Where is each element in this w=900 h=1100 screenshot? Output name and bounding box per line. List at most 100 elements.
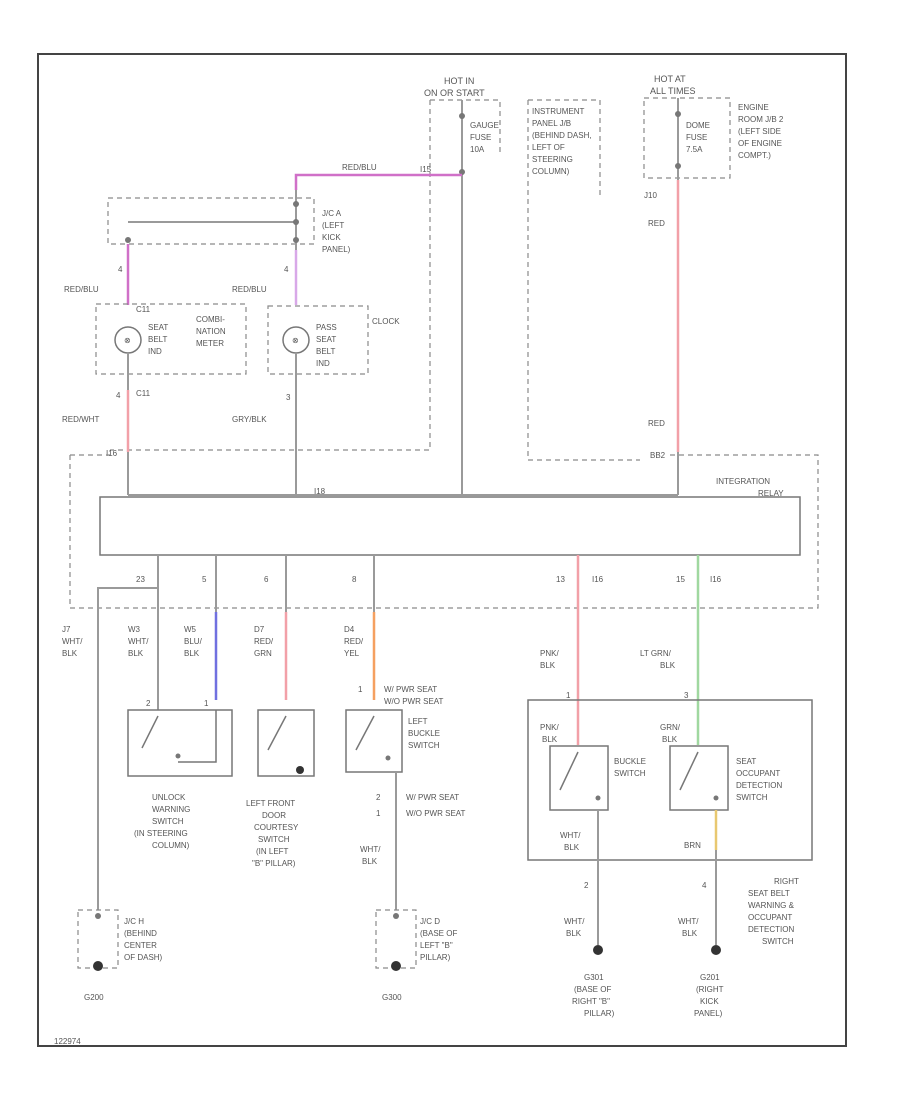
pin-2b: 2: [376, 793, 381, 802]
svg-text:OF DASH): OF DASH): [124, 953, 163, 962]
combination-meter-label: COMBI- NATION METER: [196, 315, 226, 348]
pin-6: 6: [264, 575, 269, 584]
svg-text:INSTRUMENT: INSTRUMENT: [532, 107, 585, 116]
svg-text:COMPT.): COMPT.): [738, 151, 771, 160]
unlock-warning-switch-contact: [175, 753, 181, 759]
left-buckle-switch-arm: [355, 715, 375, 751]
left-front-door-switch-label: LEFT FRONT DOOR COURTESY SWITCH (IN LEFT…: [246, 799, 299, 868]
g201-label: G201 (RIGHT KICK PANEL): [694, 973, 724, 1018]
pin-13: 13: [556, 575, 565, 584]
svg-text:DETECTION: DETECTION: [736, 781, 782, 790]
svg-text:J7: J7: [62, 625, 71, 634]
svg-text:RIGHT "B": RIGHT "B": [572, 997, 610, 1006]
svg-text:J/C A: J/C A: [322, 209, 342, 218]
svg-text:GRN/: GRN/: [660, 723, 681, 732]
svg-text:PANEL): PANEL): [694, 1009, 723, 1018]
svg-text:WHT/: WHT/: [360, 845, 381, 854]
svg-text:GRN: GRN: [254, 649, 272, 658]
pin-1c: 1: [376, 809, 381, 818]
instrument-panel-jb-label: INSTRUMENT PANEL J/B (BEHIND DASH, LEFT …: [532, 107, 592, 176]
red-blu-top-label: RED/BLU: [342, 163, 377, 172]
buckle-switch-contact: [595, 795, 601, 801]
door-courtesy-switch-ground: [296, 766, 304, 774]
svg-text:PANEL J/B: PANEL J/B: [532, 119, 571, 128]
occupant-switch-contact: [713, 795, 719, 801]
svg-text:(BEHIND: (BEHIND: [124, 929, 157, 938]
svg-text:IND: IND: [316, 359, 330, 368]
svg-text:(IN STEERING: (IN STEERING: [134, 829, 188, 838]
svg-text:DOOR: DOOR: [262, 811, 286, 820]
wht-blk-w3-label: W3 WHT/ BLK: [128, 625, 149, 658]
pin-c11: C11: [136, 305, 151, 314]
svg-text:J/C D: J/C D: [420, 917, 440, 926]
brn-label: BRN: [684, 841, 701, 850]
pnk-blk-label: PNK/ BLK: [540, 649, 559, 670]
svg-text:(BEHIND DASH,: (BEHIND DASH,: [532, 131, 592, 140]
pin-3: 3: [286, 393, 291, 402]
buckle-switch-box: [549, 745, 609, 811]
pin-2c: 2: [584, 881, 589, 890]
pin-23: 23: [136, 575, 145, 584]
svg-text:W/O PWR SEAT: W/O PWR SEAT: [406, 809, 466, 818]
svg-text:BLK: BLK: [128, 649, 144, 658]
pin-bb2: BB2: [650, 451, 666, 460]
hot-at-label-1: HOT AT: [654, 74, 686, 84]
pwr-seat-bottom-label: W/ PWR SEAT W/O PWR SEAT: [406, 793, 466, 818]
gauge-fuse-name: GAUGE: [470, 121, 499, 130]
svg-text:BLK: BLK: [184, 649, 200, 658]
pin-c11-bottom: C11: [136, 389, 151, 398]
right-seat-belt-unit-box: [527, 699, 813, 861]
hot-run-label-2: ON OR START: [424, 88, 485, 98]
pin-i15: I15: [420, 165, 432, 174]
dome-fuse-top-terminal: [675, 111, 681, 117]
svg-text:BUCKLE: BUCKLE: [408, 729, 440, 738]
gauge-fuse-type: FUSE: [470, 133, 491, 142]
left-buckle-switch-box: [345, 709, 403, 773]
door-courtesy-switch-arm: [267, 715, 287, 751]
wht-blk-j7-label: J7 WHT/ BLK: [62, 625, 83, 658]
unlock-warning-switch-return: [178, 710, 217, 763]
svg-text:WHT/: WHT/: [560, 831, 581, 840]
diagram-frame: [37, 53, 847, 1047]
pin-8: 8: [352, 575, 357, 584]
pin-3-right: 3: [684, 691, 689, 700]
instrument-panel-jb-right-outline: [527, 99, 640, 461]
svg-text:(RIGHT: (RIGHT: [696, 985, 724, 994]
svg-text:BLK: BLK: [362, 857, 378, 866]
jc-d-terminal: [393, 913, 399, 919]
integration-relay-label: INTEGRATION RELAY: [716, 477, 784, 498]
svg-text:PILLAR): PILLAR): [420, 953, 451, 962]
svg-text:BLK: BLK: [542, 735, 558, 744]
pin-1a: 1: [204, 699, 209, 708]
pass-seat-belt-ind-label: PASS SEAT BELT IND: [316, 323, 337, 368]
pin-p4b: 4: [116, 391, 121, 400]
svg-text:SWITCH: SWITCH: [762, 937, 794, 946]
svg-text:OCCUPANT: OCCUPANT: [748, 913, 792, 922]
combination-meter-outline: [95, 303, 247, 375]
dome-fuse-name: DOME: [686, 121, 710, 130]
svg-text:SWITCH: SWITCH: [614, 769, 646, 778]
diagram-code: 122974: [54, 1037, 81, 1046]
instrument-panel-jb-outline: [110, 99, 501, 451]
lt-grn-blk-label: LT GRN/ BLK: [640, 649, 676, 670]
door-courtesy-switch-box: [257, 709, 315, 777]
gauge-fuse-rating: 10A: [470, 145, 485, 154]
svg-text:WHT/: WHT/: [564, 917, 585, 926]
svg-text:PASS: PASS: [316, 323, 337, 332]
right-seat-belt-unit-label: RIGHT SEAT BELT WARNING & OCCUPANT DETEC…: [748, 877, 799, 946]
pin-i16: I16: [106, 449, 118, 458]
svg-text:ENGINE: ENGINE: [738, 103, 769, 112]
svg-text:PNK/: PNK/: [540, 723, 559, 732]
svg-text:WHT/: WHT/: [678, 917, 699, 926]
svg-text:BELT: BELT: [148, 335, 168, 344]
svg-text:PANEL): PANEL): [322, 245, 351, 254]
svg-text:SEAT: SEAT: [736, 757, 756, 766]
jc-a-label: J/C A (LEFT KICK PANEL): [322, 209, 351, 254]
pin-1-right-a: 1: [566, 691, 571, 700]
svg-text:OF ENGINE: OF ENGINE: [738, 139, 782, 148]
svg-text:LEFT OF: LEFT OF: [532, 143, 565, 152]
svg-text:LEFT FRONT: LEFT FRONT: [246, 799, 295, 808]
svg-text:(BASE OF: (BASE OF: [574, 985, 611, 994]
svg-text:WHT/: WHT/: [128, 637, 149, 646]
